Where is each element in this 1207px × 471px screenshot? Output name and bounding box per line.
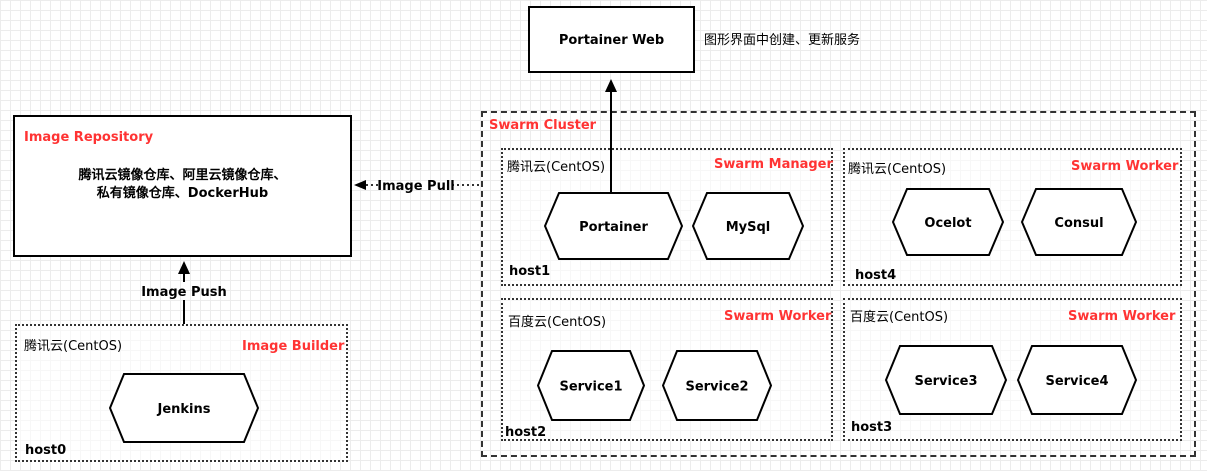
- image-repository-box: [13, 115, 352, 257]
- image-repository-line2: 私有镜像仓库、DockerHub: [96, 186, 269, 201]
- host2-role: Swarm Worker: [724, 309, 832, 324]
- host0-provider: 腾讯云(CentOS): [24, 339, 123, 354]
- host1-role: Swarm Manager: [714, 157, 833, 172]
- swarm-cluster-box: [481, 111, 1196, 457]
- image-repository-title: Image Repository: [24, 130, 154, 145]
- host1-provider: 腾讯云(CentOS): [507, 160, 606, 175]
- image-repository-line1: 腾讯云镜像仓库、阿里云镜像仓库、: [78, 168, 287, 183]
- host2-provider: 百度云(CentOS): [508, 315, 607, 330]
- arrowhead-image-push: [178, 261, 190, 274]
- host2-label: host2: [505, 425, 547, 440]
- host3-role: Swarm Worker: [1068, 309, 1176, 324]
- host0-role: Image Builder: [242, 339, 345, 354]
- swarm-cluster-title: Swarm Cluster: [489, 118, 597, 133]
- arrowhead-image-pull: [354, 180, 366, 190]
- edge-image-pull-label: Image Pull: [377, 179, 455, 194]
- host4-provider: 腾讯云(CentOS): [848, 162, 947, 177]
- host1-label: host1: [509, 264, 551, 279]
- arrowhead-portainer-web: [605, 79, 617, 92]
- portainer-web-title: Portainer Web: [558, 33, 665, 48]
- host0-label: host0: [25, 443, 67, 458]
- portainer-web-note: 图形界面中创建、更新服务: [704, 33, 861, 48]
- host3-label: host3: [851, 420, 893, 435]
- edge-image-push-label: Image Push: [141, 285, 227, 300]
- host4-role: Swarm Worker: [1071, 159, 1179, 174]
- host3-provider: 百度云(CentOS): [850, 310, 949, 325]
- host4-label: host4: [855, 268, 897, 283]
- portainer-web-box: [528, 6, 695, 73]
